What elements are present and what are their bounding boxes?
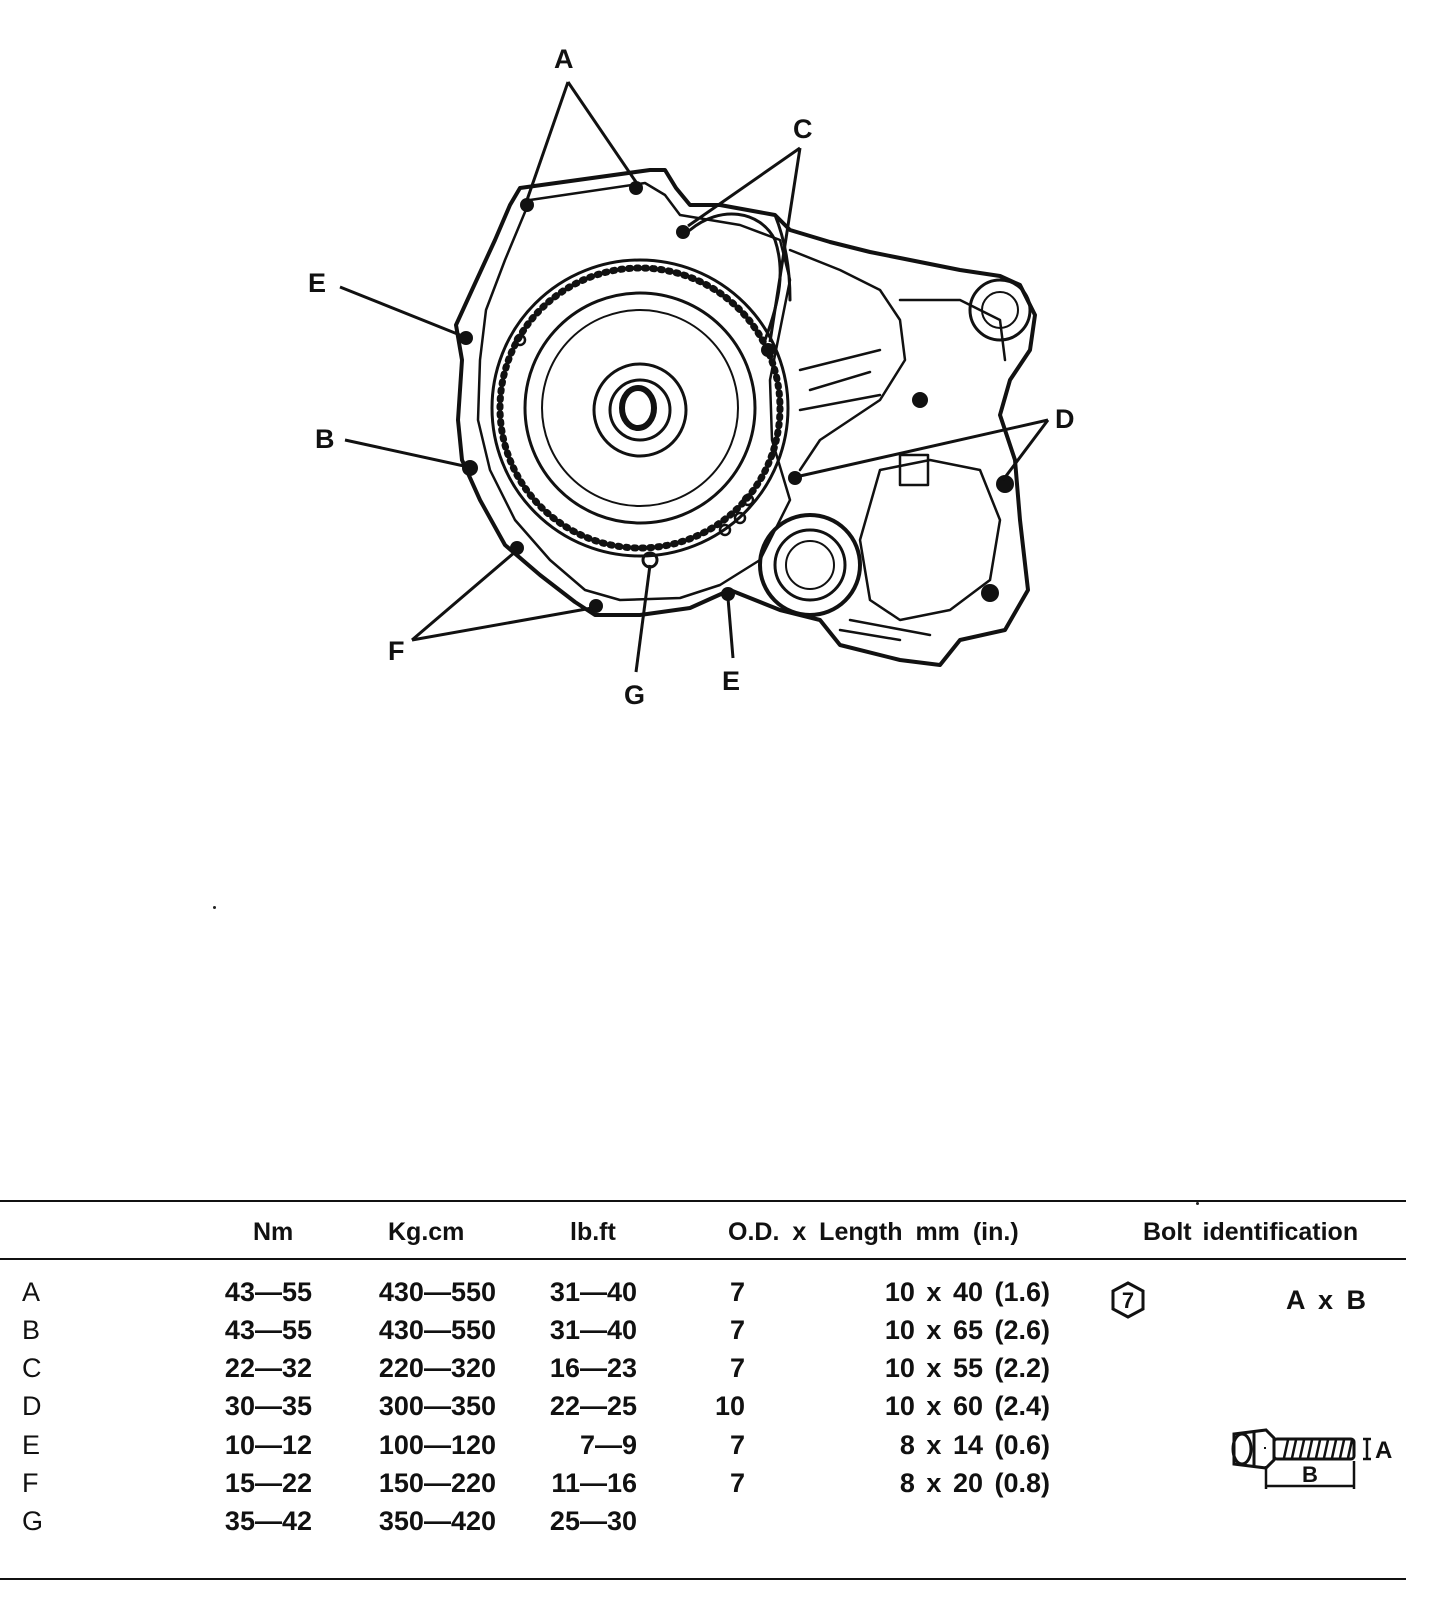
cell-lbft: 7—9 xyxy=(579,1430,637,1460)
cell-lbft: 22—25 xyxy=(549,1391,637,1421)
callout-f: F xyxy=(388,636,405,666)
cell-lbft: 31—40 xyxy=(549,1277,637,1307)
cell-kgcm: 220—320 xyxy=(378,1353,496,1383)
cell-nm: 43—55 xyxy=(224,1277,312,1307)
scan-speck xyxy=(1196,1202,1199,1205)
row-label: B xyxy=(22,1315,41,1345)
dim-b-label: B xyxy=(1302,1462,1318,1487)
cell-nm: 22—32 xyxy=(224,1353,312,1383)
cell-lbft: 11—16 xyxy=(551,1468,637,1498)
cell-kgcm: 430—550 xyxy=(378,1315,496,1345)
header-od-length: O.D. x Length mm (in.) xyxy=(728,1218,1019,1246)
cell-length: 10 x 60 (2.4) xyxy=(884,1391,1050,1421)
cell-od: 7 xyxy=(729,1468,745,1498)
scan-speck xyxy=(213,906,216,909)
row-label: E xyxy=(22,1430,41,1460)
cell-kgcm: 350—420 xyxy=(378,1506,496,1536)
bolt-head-mark-icon: 7 xyxy=(1111,1281,1145,1319)
dim-a-label: A xyxy=(1375,1437,1392,1464)
row-label: D xyxy=(22,1391,42,1421)
cell-nm: 15—22 xyxy=(224,1468,312,1498)
cell-kgcm: 100—120 xyxy=(378,1430,496,1460)
cell-od: 7 xyxy=(729,1353,745,1383)
transaxle-illustration: A C E B D F G E xyxy=(308,44,1075,710)
head-mark-number: 7 xyxy=(1122,1288,1134,1313)
cell-od: 7 xyxy=(729,1277,745,1307)
cell-od: 7 xyxy=(729,1315,745,1345)
cell-kgcm: 150—220 xyxy=(378,1468,496,1498)
transaxle-housing-drawing xyxy=(454,168,1037,667)
cell-nm: 35—42 xyxy=(224,1506,312,1536)
bolt-formula: A x B xyxy=(1286,1285,1367,1315)
cell-od: 7 xyxy=(729,1430,745,1460)
cell-kgcm: 430—550 xyxy=(378,1277,496,1307)
callout-e-top: E xyxy=(308,268,326,298)
leader-lines xyxy=(339,81,1050,673)
callout-d: D xyxy=(1055,404,1075,434)
cell-length: 10 x 65 (2.6) xyxy=(884,1315,1050,1345)
callout-e-bottom: E xyxy=(722,666,740,696)
callout-a: A xyxy=(554,44,574,74)
header-lbft: lb.ft xyxy=(570,1218,616,1246)
callout-labels: A C E B D F G E xyxy=(308,44,1075,710)
callout-b: B xyxy=(315,424,335,454)
callout-g: G xyxy=(624,680,645,710)
cell-nm: 10—12 xyxy=(224,1430,312,1460)
cell-length: 8 x 14 (0.6) xyxy=(899,1430,1050,1460)
row-label: C xyxy=(22,1353,42,1383)
callout-c: C xyxy=(793,114,813,144)
header-kgcm: Kg.cm xyxy=(388,1218,465,1246)
row-label: A xyxy=(22,1277,41,1307)
cell-lbft: 25—30 xyxy=(549,1506,637,1536)
table-bottom-rule xyxy=(0,1578,1406,1580)
cell-nm: 30—35 xyxy=(224,1391,312,1421)
row-label: G xyxy=(22,1506,44,1536)
table-top-rule xyxy=(0,1200,1406,1202)
header-rule xyxy=(0,1258,1406,1260)
row-label: F xyxy=(22,1468,39,1498)
header-bolt-id: Bolt identification xyxy=(1143,1218,1359,1246)
bolt-diagram: A B xyxy=(1231,1428,1392,1489)
cell-lbft: 16—23 xyxy=(549,1353,637,1383)
header-nm: Nm xyxy=(253,1218,294,1246)
cell-lbft: 31—40 xyxy=(549,1315,637,1345)
cell-length: 8 x 20 (0.8) xyxy=(899,1468,1050,1498)
cell-length: 10 x 55 (2.2) xyxy=(884,1353,1050,1383)
cell-kgcm: 300—350 xyxy=(378,1391,496,1421)
cell-length: 10 x 40 (1.6) xyxy=(884,1277,1050,1307)
bolt-holes xyxy=(459,181,1014,613)
cell-od: 10 xyxy=(714,1391,745,1421)
cell-nm: 43—55 xyxy=(224,1315,312,1345)
